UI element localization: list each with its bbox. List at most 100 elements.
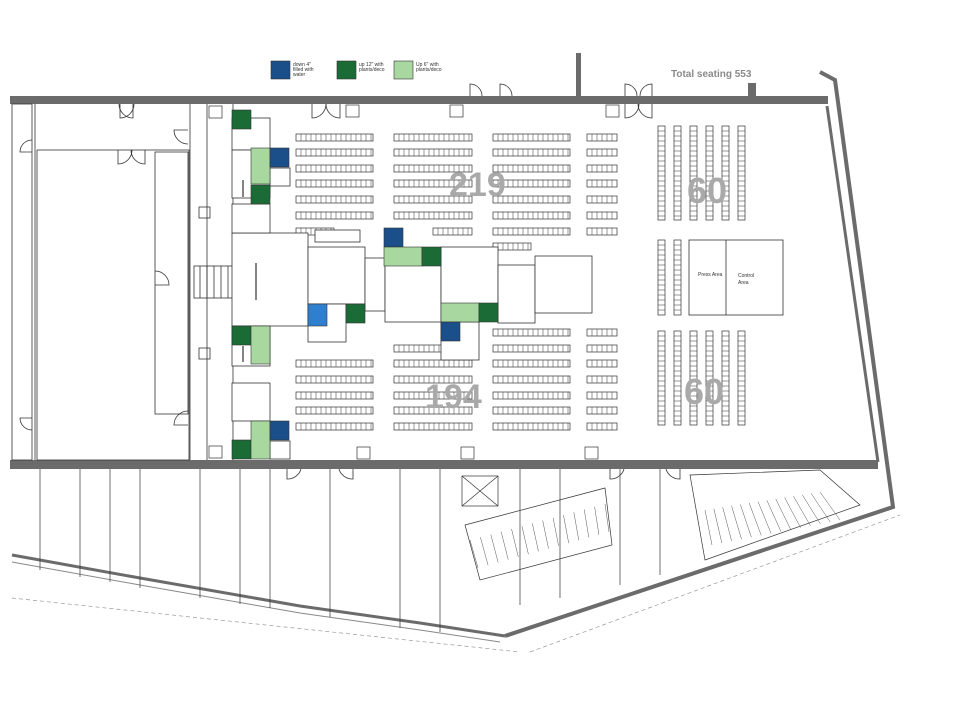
seat-row (586, 406, 618, 415)
press-control-area: Press Area Control Area (688, 239, 784, 316)
seat-row (393, 133, 473, 142)
dark-green-block (250, 184, 271, 205)
seat-row (393, 211, 473, 220)
door-swing (154, 270, 170, 286)
bottom-wall (10, 460, 878, 469)
dark-green-block (231, 109, 252, 130)
bottom-inner-wall (11, 561, 501, 643)
stair-step (511, 528, 519, 557)
door-swing (19, 139, 33, 153)
water-block (307, 303, 328, 327)
seat-row (393, 391, 473, 400)
platform (307, 246, 366, 305)
seat-column (673, 330, 682, 426)
light-green-block (383, 246, 423, 267)
light-green-block (250, 325, 271, 365)
door-swing (639, 83, 653, 97)
column-box (198, 347, 211, 360)
top-wall (10, 96, 828, 104)
lower-exterior (39, 469, 861, 632)
stair-step (552, 517, 559, 546)
seat-row (432, 227, 473, 236)
stair-step (573, 512, 580, 541)
door-swing (499, 83, 513, 97)
seat-row (492, 391, 571, 400)
light-green-block (250, 147, 271, 185)
seat-row (586, 148, 618, 157)
seat-column (737, 125, 746, 221)
seat-column (689, 125, 698, 221)
seat-row (492, 133, 571, 142)
stair-step (604, 503, 610, 533)
column-box (198, 206, 211, 219)
seat-row (295, 211, 374, 220)
platform (231, 232, 309, 327)
seat-row (393, 422, 473, 431)
legend-swatch-water (270, 60, 291, 80)
stair-step (722, 507, 732, 542)
seat-row (393, 195, 473, 204)
seat-row (492, 164, 571, 173)
seat-row (586, 179, 618, 188)
platform (364, 257, 386, 312)
light-green-block (250, 420, 271, 460)
stair-step (757, 501, 772, 534)
stair-marker (356, 446, 371, 460)
stair-step (775, 498, 791, 530)
press-control-box (688, 239, 784, 316)
legend-dark-green-line-1: up 12" with (359, 62, 384, 68)
seat-row (295, 195, 374, 204)
stair-step (480, 537, 489, 566)
stair-marker (208, 445, 223, 459)
seat-row (492, 148, 571, 157)
stair-step (583, 509, 590, 538)
stair-step (819, 491, 841, 521)
platform-step (314, 229, 361, 243)
seat-column (705, 330, 714, 426)
door-swing (338, 468, 354, 480)
seat-row (492, 422, 571, 431)
door-swing (665, 468, 681, 480)
left-inner-room (154, 151, 189, 415)
stair-step (469, 539, 479, 569)
left-strip (11, 103, 33, 461)
seat-row (492, 344, 571, 353)
stair-marker (605, 104, 620, 118)
seat-row (586, 344, 618, 353)
stair-step (532, 523, 539, 552)
seat-row (492, 328, 571, 337)
seat-column (737, 330, 746, 426)
door-swing (19, 417, 33, 431)
legend-water-text: down 4" filled with water (293, 62, 315, 78)
legend-light-green-line-2: plants/deco (416, 67, 442, 73)
seat-row (393, 164, 473, 173)
stair-markers (208, 104, 620, 460)
seat-row (295, 391, 374, 400)
seat-column (721, 330, 730, 426)
platform (497, 264, 536, 324)
seat-row (586, 227, 618, 236)
stair-steps (469, 491, 841, 569)
seat-column (673, 239, 682, 316)
color-blocks (231, 109, 499, 460)
seat-row (586, 133, 618, 142)
control-area-label-1: Control (738, 273, 754, 279)
seat-row (492, 227, 571, 236)
water-block (269, 147, 290, 168)
right-outer-wall (504, 70, 896, 638)
seat-row (393, 179, 473, 188)
legend-light-green-text: Up 6" with plants/deco (416, 62, 442, 73)
dashed-property-line-2 (11, 597, 521, 653)
platform (534, 255, 593, 314)
top-partition (576, 53, 581, 98)
legend: down 4" filled with water up 12" with pl… (270, 60, 442, 80)
light-green-block (440, 302, 480, 323)
legend-water-line-1: down 4" (293, 62, 311, 68)
door-swing (624, 83, 638, 97)
seat-row (492, 375, 571, 384)
seat-row (393, 375, 473, 384)
legend-swatch-light-green (393, 60, 414, 80)
total-seating-label: Total seating 553 (671, 69, 752, 80)
seat-row (586, 195, 618, 204)
